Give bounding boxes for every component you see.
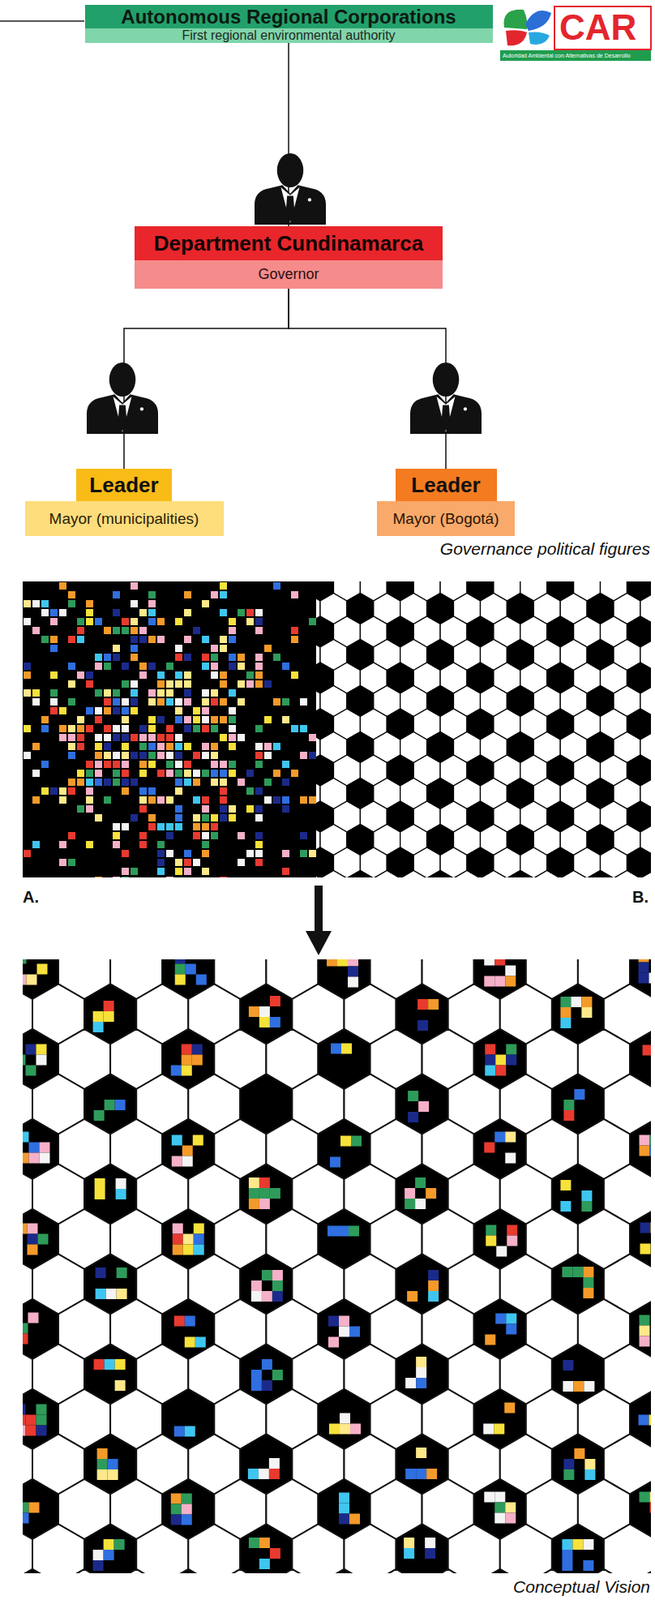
person-icon: [254, 153, 326, 225]
person-icon: [86, 362, 159, 434]
box-heading: Leader: [395, 468, 497, 501]
car-logo: [500, 6, 651, 61]
panel-letter: A.: [22, 886, 39, 907]
box-heading: Autonomous Regional Corporations: [85, 4, 493, 29]
title-box: LeaderMayor (Bogotá): [376, 468, 515, 536]
box-subtitle: Governor: [134, 260, 443, 289]
box-subtitle: First regional environmental authority: [85, 28, 493, 43]
figure-caption: Conceptual Vision: [513, 1576, 651, 1597]
box-heading: Leader: [76, 468, 172, 501]
title-box: LeaderMayor (municipalities): [25, 468, 224, 536]
logo-text: CAR: [559, 7, 637, 48]
pixel-noise: [23, 582, 317, 878]
hex-pattern: [316, 581, 651, 878]
box-heading: Department Cundinamarca: [134, 226, 443, 261]
figure-caption: Governance political figures: [440, 539, 651, 559]
logo-text: Autoridad Ambiental con Alternativas de …: [502, 50, 631, 61]
panel-letter: B.: [632, 886, 649, 907]
vision-panel: [22, 958, 651, 1573]
box-subtitle: Mayor (Bogotá): [376, 500, 515, 536]
down-arrow: [305, 885, 332, 955]
combined-pattern: [22, 958, 651, 1573]
person-icon: [410, 362, 482, 434]
title-box: Department CundinamarcaGovernor: [134, 226, 443, 289]
hierarchy-connector: [124, 288, 289, 469]
box-subtitle: Mayor (municipalities): [25, 500, 224, 536]
hex-panel: [316, 581, 651, 878]
title-box: Autonomous Regional CorporationsFirst re…: [85, 4, 493, 43]
lead-line: [0, 20, 85, 22]
hierarchy-connector: [288, 288, 446, 469]
pixel-panel: [22, 581, 317, 878]
